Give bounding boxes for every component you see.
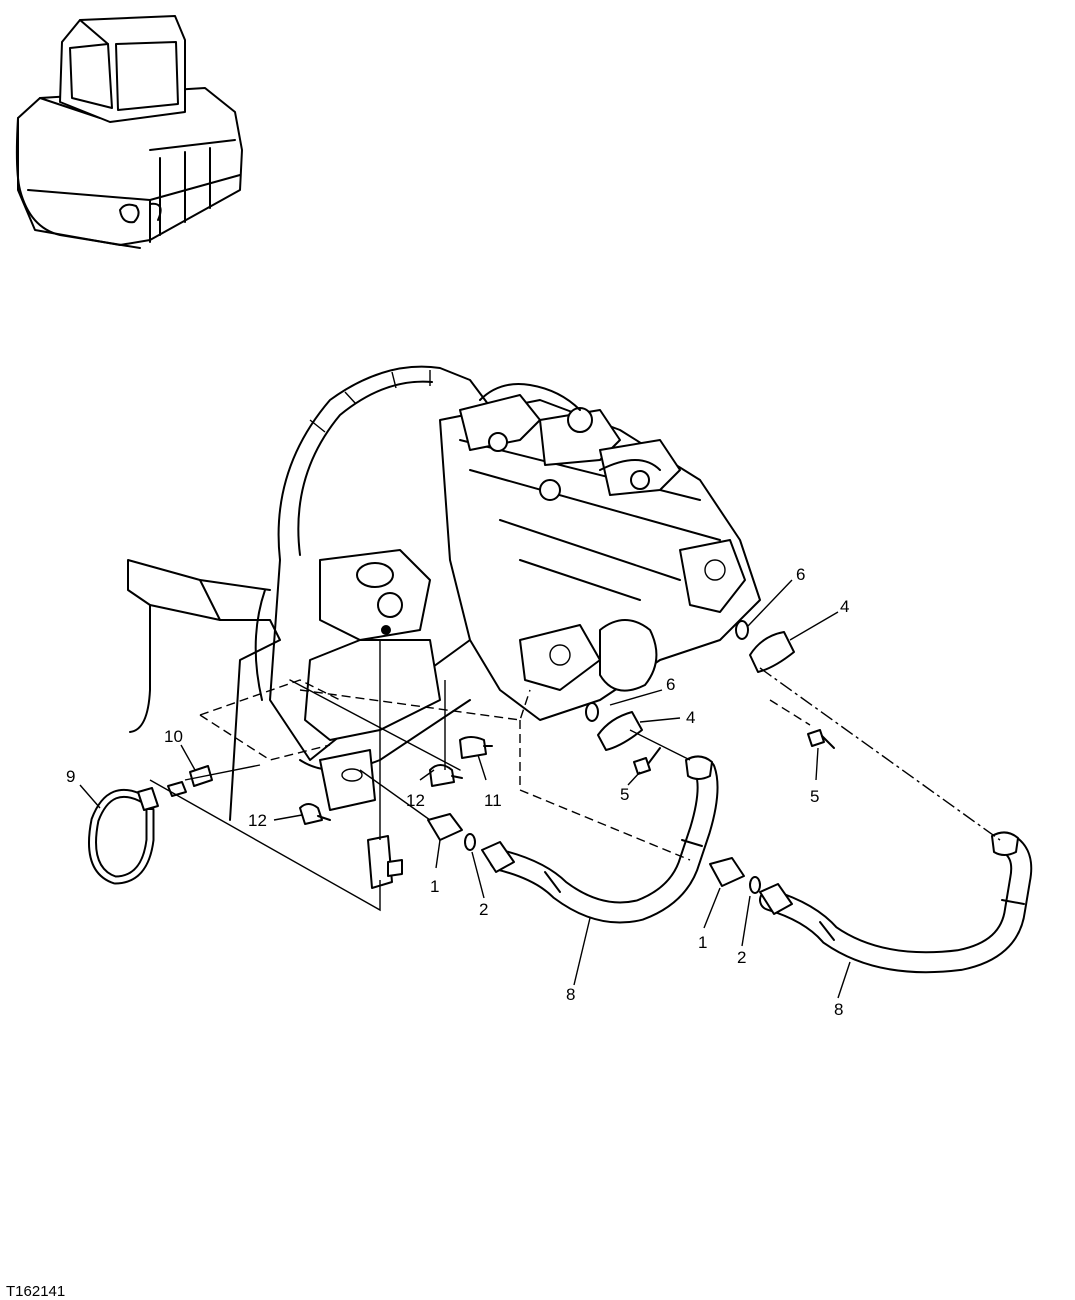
callout-1: 1 [698,933,707,952]
sensor-11 [459,736,493,759]
o-ring-6-right [735,620,749,640]
hose-8-right [759,831,1033,974]
callout-5: 5 [810,787,819,806]
callout-12: 12 [248,811,267,830]
callout-8: 8 [834,1000,843,1019]
callout-8: 8 [566,985,575,1004]
fitting-10 [189,765,213,787]
hose-8-left [481,755,719,924]
callout-1: 1 [430,877,439,896]
callout-2: 2 [479,900,488,919]
callout-4: 4 [840,597,849,616]
callout-6: 6 [666,675,675,694]
cap-screw-5-right [807,729,835,749]
callout-10: 10 [164,727,183,746]
tee-fitting [367,835,403,889]
callout-6: 6 [796,565,805,584]
hydraulic-pump-body [439,383,761,721]
split-flange-4-left [597,711,643,751]
o-ring-6-left [585,702,599,722]
callout-11: 11 [484,791,502,810]
callout-9: 9 [66,767,75,786]
assembly-lines [149,640,1001,912]
o-ring-2-left [464,833,476,851]
leader-lines [79,579,851,999]
o-ring-2-right [749,876,761,894]
machine-locator-view [15,15,243,249]
figure-id: T162141 [6,1283,65,1300]
adapter-1-right [709,857,745,887]
callout-12: 12 [406,791,425,810]
cap-screw-5-left [633,747,661,775]
callout-labels: 1 1 2 2 4 4 5 5 6 6 8 8 9 10 11 12 12 [66,565,849,1019]
callout-4: 4 [686,708,695,727]
engine-side-housing [304,639,441,811]
callout-2: 2 [737,948,746,967]
cap-screw-12-left [299,803,331,825]
adapter-1-left [427,813,463,841]
pilot-pump [319,549,431,641]
callout-5: 5 [620,785,629,804]
hose-9 [88,781,187,885]
mounting-bracket [127,559,281,821]
split-flange-4-right [749,631,795,673]
